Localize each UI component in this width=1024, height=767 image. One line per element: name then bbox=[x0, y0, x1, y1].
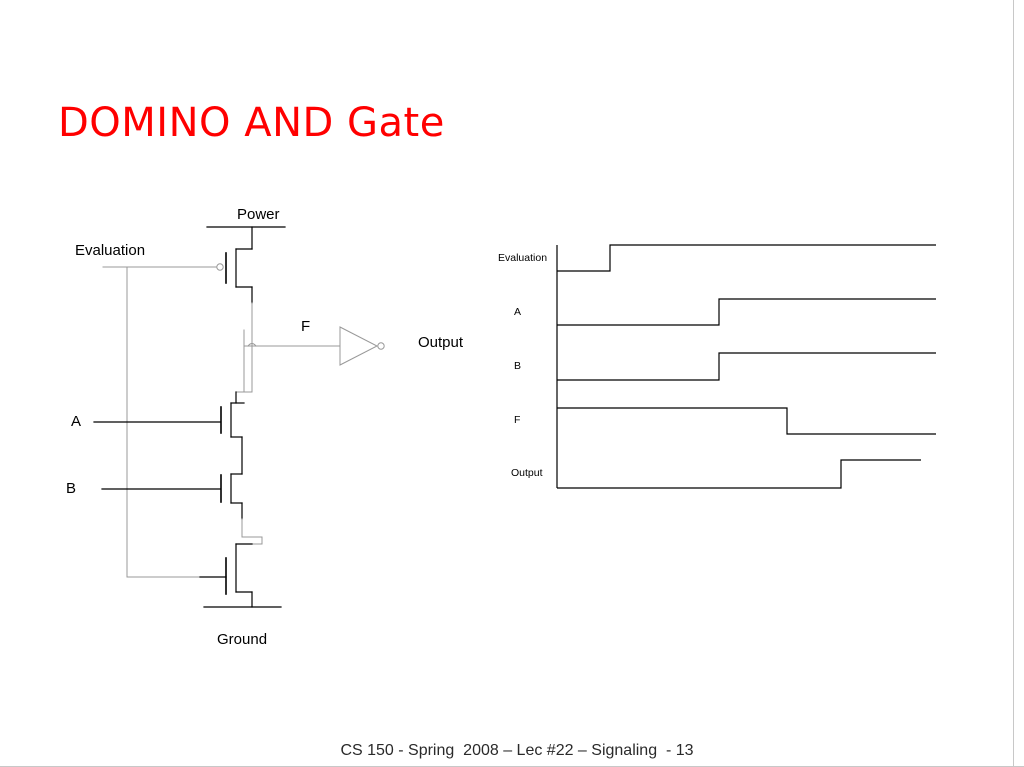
node-f-label: F bbox=[301, 318, 311, 335]
nmos-a-transistor bbox=[220, 391, 245, 438]
output-inverter bbox=[339, 326, 385, 366]
waveform-a bbox=[557, 298, 936, 326]
ground-label: Ground bbox=[217, 631, 268, 648]
power-label: Power bbox=[237, 206, 280, 223]
output-label: Output bbox=[418, 334, 464, 351]
nmos-b-transistor bbox=[220, 473, 243, 504]
timing-label-a: A bbox=[514, 306, 522, 318]
pmos-transistor bbox=[216, 248, 253, 288]
timing-label-b: B bbox=[514, 360, 522, 372]
waveform-evaluation bbox=[557, 244, 936, 272]
timing-label-f: F bbox=[514, 414, 521, 426]
input-a-label: A bbox=[71, 413, 82, 430]
evaluation-label: Evaluation bbox=[75, 242, 146, 259]
input-b-label: B bbox=[66, 480, 77, 497]
waveform-output bbox=[557, 459, 921, 489]
domino-circuit bbox=[93, 226, 385, 608]
nmos-foot-transistor bbox=[199, 543, 253, 595]
timing-diagram bbox=[556, 244, 936, 489]
waveform-f bbox=[557, 407, 936, 435]
slide-right-border bbox=[1013, 0, 1014, 767]
waveform-b bbox=[557, 352, 936, 381]
foot-connection bbox=[241, 518, 263, 545]
timing-label-output: Output bbox=[511, 467, 543, 479]
slide-footer: CS 150 - Spring 2008 – Lec #22 – Signali… bbox=[340, 742, 694, 759]
slide-title: DOMINO AND Gate bbox=[58, 100, 445, 146]
timing-label-evaluation: Evaluation bbox=[498, 252, 548, 264]
